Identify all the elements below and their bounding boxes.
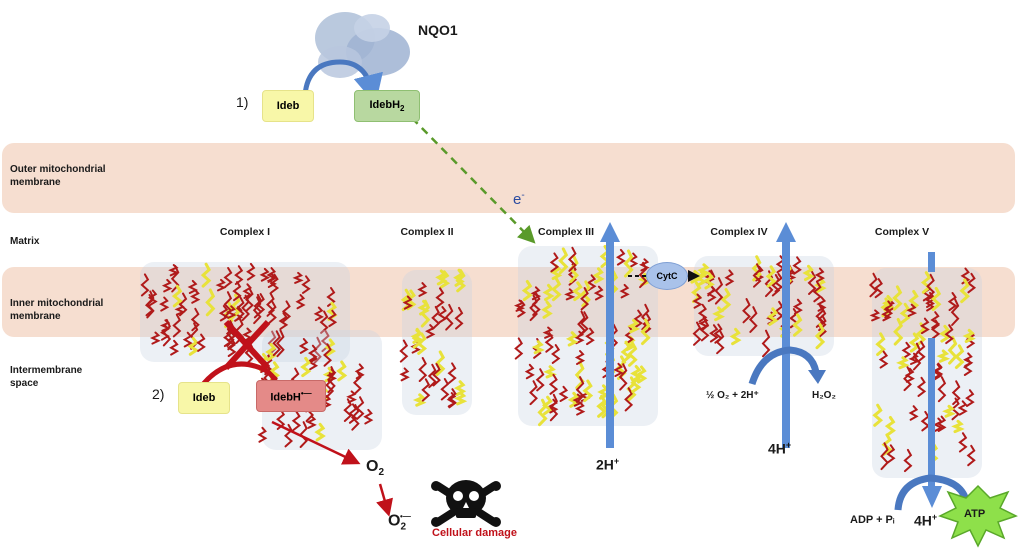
ideb-box-1: Ideb (262, 90, 314, 122)
idebh2-box: IdebH2 (354, 90, 420, 122)
atp-synthesis-curve (894, 474, 970, 511)
c5-proton-top (928, 252, 935, 272)
c5-proton-shaft (928, 338, 935, 488)
step-2-number: 2) (152, 386, 165, 402)
c4-reaction-curve (748, 346, 820, 386)
complex-iv-structure (688, 255, 834, 358)
atp-label: ATP (964, 508, 986, 520)
nqo1-curve-right (339, 59, 383, 105)
ideb-text-1: Ideb (276, 100, 300, 112)
complex-iv-label: Complex IV (710, 226, 768, 238)
nqo1-curve-left (302, 59, 341, 96)
h2o2-label: H₂O₂ (812, 390, 836, 401)
c4-proton-shaft (782, 240, 790, 448)
outer-membrane-band (2, 143, 1015, 213)
complex-i-label: Complex I (219, 226, 271, 238)
nqo1-label: NQO1 (418, 22, 458, 38)
complex-v-structure (868, 267, 982, 478)
complex-i-structure (140, 262, 350, 366)
inner-membrane-band (2, 267, 1015, 337)
ideb-box-2: Ideb (178, 382, 230, 414)
idebh-radical-text: IdebH•— (270, 388, 312, 404)
skull-icon (431, 480, 501, 527)
idebh-radical-box: IdebH•— (256, 380, 326, 412)
cellular-damage-label: Cellular damage (432, 527, 517, 539)
matrix-label: Matrix (10, 236, 40, 247)
complex-v-label: Complex V (874, 226, 930, 238)
oxygen-label: O2 (366, 458, 385, 479)
complex-ii-label: Complex II (400, 226, 454, 238)
electron-transfer-arrow (411, 117, 536, 244)
outer-membrane-label: Outer mitochondrial membrane (10, 164, 106, 188)
complex-iii-label: Complex III (537, 226, 594, 238)
cytc-ellipse: CytC (646, 262, 688, 290)
intermembrane-label: Intermembrane space (10, 365, 83, 389)
complex-iv-protons: 4H+ (768, 440, 792, 457)
c5-proton-head (922, 486, 942, 508)
c3-proton-shaft (606, 240, 614, 448)
c4-proton-head (776, 222, 796, 242)
oxygen-reduction-label: ½ O₂ + 2H⁺ (706, 390, 759, 401)
complex-ii-structure (399, 268, 472, 415)
superoxide-arrow (376, 483, 393, 517)
inner-membrane-label: Inner mitochondrial membrane (10, 298, 104, 322)
adp-pi-label: ADP + Pᵢ (850, 514, 895, 526)
step-1-number: 1) (236, 94, 249, 110)
superoxide-label: O2•— (388, 512, 411, 533)
c3-proton-head (600, 222, 620, 242)
o2-reduction-arrow (271, 420, 361, 465)
complex-v-protons: 4H+ (914, 512, 938, 529)
complex-iii-structure (513, 245, 658, 427)
red-x-stroke-2 (223, 319, 271, 371)
idebh2-text: IdebH2 (369, 98, 405, 114)
atp-star (938, 484, 1018, 548)
electron-label: e- (513, 190, 525, 208)
complex-iii-protons: 2H+ (596, 456, 620, 473)
